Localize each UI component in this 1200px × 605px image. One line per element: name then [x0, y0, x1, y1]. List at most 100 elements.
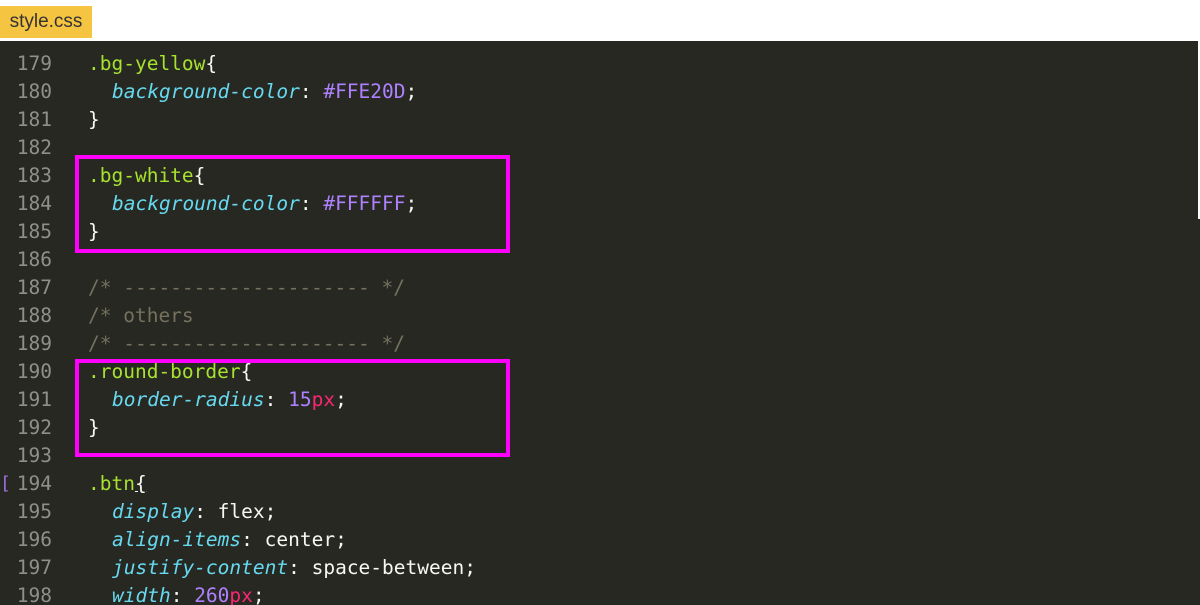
- code-line: 192}: [0, 414, 1200, 442]
- code-text: /* --------------------- */: [88, 330, 405, 358]
- code-line: 191 border-radius: 15px;: [0, 386, 1200, 414]
- code-text: /* --------------------- */: [88, 274, 405, 302]
- code-text: .round-border{: [88, 358, 252, 386]
- code-token: display: [112, 500, 195, 523]
- code-token: #FFE20D: [323, 80, 406, 103]
- code-token: .btn: [88, 472, 135, 495]
- code-line: [194 .btn{: [0, 470, 1200, 498]
- code-token: }: [88, 220, 100, 243]
- code-token: ;: [252, 584, 265, 605]
- code-token: .bg-yellow: [88, 52, 206, 75]
- line-number: 191: [16, 388, 52, 411]
- code-text: .btn{: [88, 470, 147, 498]
- code-token: /* others: [88, 304, 194, 327]
- code-text: justify-content: space-between;: [88, 554, 476, 582]
- line-number: 190: [16, 360, 52, 383]
- line-number: 189: [16, 332, 52, 355]
- code-token: ;: [464, 556, 476, 579]
- code-text: .bg-white{: [88, 162, 205, 190]
- code-line: 198 width: 260px;: [0, 582, 1200, 605]
- code-token: :: [264, 388, 289, 411]
- code-token: justify-content: [112, 556, 289, 579]
- line-number: 185: [16, 220, 52, 243]
- code-token: center: [264, 528, 336, 551]
- line-number: 195: [16, 500, 52, 523]
- code-line: 179 .bg-yellow{: [0, 50, 1200, 78]
- code-text: .bg-yellow{: [88, 50, 217, 78]
- line-number: 188: [16, 304, 52, 327]
- line-number: 184: [16, 192, 52, 215]
- code-text: }: [88, 218, 100, 246]
- code-token: .round-border: [88, 360, 241, 383]
- code-token: align-items: [112, 528, 242, 551]
- code-line: 188 /* others: [0, 302, 1200, 330]
- code-token: .bg-white: [88, 164, 194, 187]
- code-token: ;: [405, 80, 418, 103]
- highlight-box-round-border: [75, 359, 510, 457]
- code-token: :: [194, 500, 218, 523]
- line-number: 198: [16, 584, 52, 605]
- code-token: {: [205, 52, 218, 75]
- code-token: background-color: [112, 192, 300, 215]
- code-token: width: [112, 584, 171, 605]
- line-number: 196: [16, 528, 52, 551]
- code-line: 186: [0, 246, 1200, 274]
- code-text: background-color: #FFFFFF;: [88, 190, 417, 218]
- code-line: 181}: [0, 106, 1200, 134]
- code-token: /* --------------------- */: [88, 332, 405, 355]
- code-line: 184 background-color: #FFFFFF;: [0, 190, 1200, 218]
- fold-marker-icon[interactable]: [: [0, 473, 11, 494]
- code-token: {: [134, 472, 147, 495]
- code-token: 15: [288, 388, 312, 411]
- code-line: 183 .bg-white{: [0, 162, 1200, 190]
- code-line: 195 display: flex;: [0, 498, 1200, 526]
- code-text: }: [88, 106, 100, 134]
- code-line: 193: [0, 442, 1200, 470]
- code-token: :: [299, 80, 324, 103]
- line-number: 197: [16, 556, 52, 579]
- code-token: }: [88, 416, 100, 439]
- code-token: ;: [335, 388, 347, 411]
- code-token: border-radius: [112, 388, 265, 411]
- code-text: /* others: [88, 302, 194, 330]
- code-token: ;: [405, 192, 418, 215]
- code-line: 182: [0, 134, 1200, 162]
- code-line: 197 justify-content: space-between;: [0, 554, 1200, 582]
- code-text: width: 260px;: [88, 582, 265, 605]
- tab-style-css[interactable]: style.css: [0, 6, 92, 38]
- code-token: :: [299, 192, 324, 215]
- code-token: /* --------------------- */: [88, 276, 405, 299]
- line-number: 194: [16, 472, 52, 495]
- code-text: background-color: #FFE20D;: [88, 78, 417, 106]
- code-line: 189 /* --------------------- */: [0, 330, 1200, 358]
- code-token: {: [240, 360, 253, 383]
- code-token: }: [88, 108, 100, 131]
- line-number: 182: [16, 136, 52, 159]
- code-token: #FFFFFF: [323, 192, 406, 215]
- code-line: 187 /* --------------------- */: [0, 274, 1200, 302]
- code-token: :: [241, 528, 265, 551]
- code-token: ;: [264, 500, 277, 523]
- code-token: px: [229, 584, 253, 605]
- line-number: 181: [16, 108, 52, 131]
- code-text: display: flex;: [88, 498, 276, 526]
- code-token: px: [311, 388, 336, 411]
- scrollbar[interactable]: [1198, 41, 1200, 219]
- line-number: 193: [16, 444, 52, 467]
- code-line: 196 align-items: center;: [0, 526, 1200, 554]
- tab-bar: style.css: [0, 0, 1200, 41]
- code-line: 190 .round-border{: [0, 358, 1200, 386]
- line-number: 179: [16, 52, 52, 75]
- line-number: 183: [16, 164, 52, 187]
- highlight-box-bg-white: [75, 155, 510, 253]
- code-token: 260: [194, 584, 230, 605]
- code-token: :: [288, 556, 312, 579]
- code-text: border-radius: 15px;: [88, 386, 347, 414]
- code-text: }: [88, 414, 100, 442]
- code-text: align-items: center;: [88, 526, 347, 554]
- code-line: 185}: [0, 218, 1200, 246]
- code-token: flex: [217, 500, 265, 523]
- line-number: 187: [16, 276, 52, 299]
